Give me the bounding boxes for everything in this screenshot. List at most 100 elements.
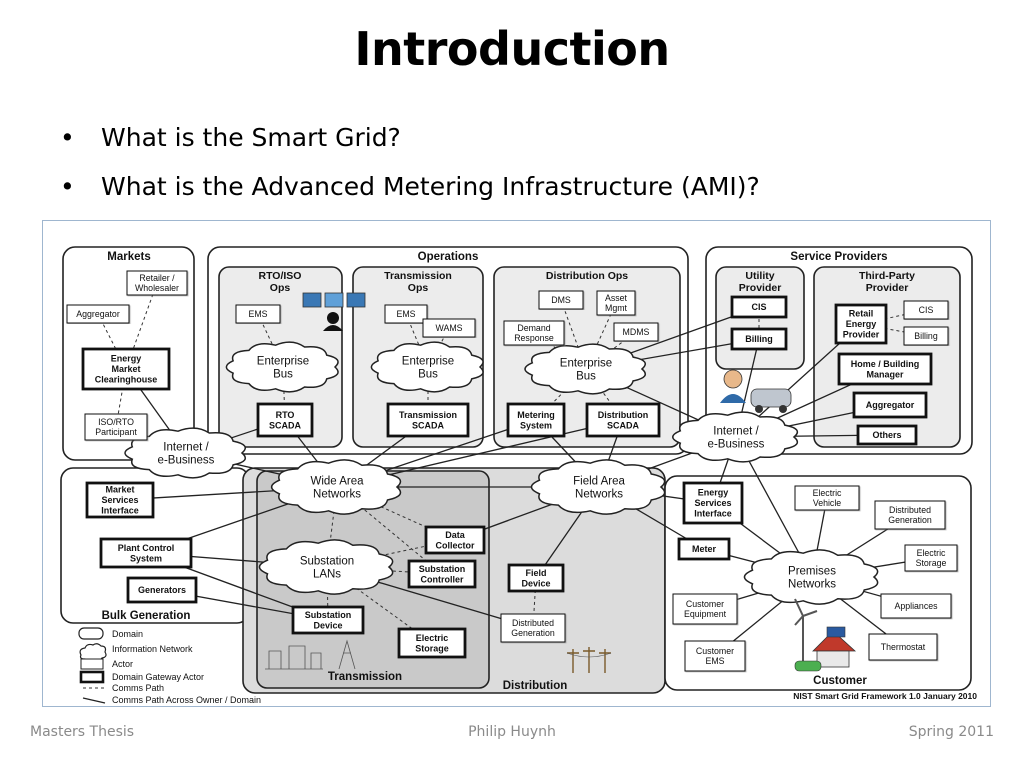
metering-system-box [506,402,566,438]
distributed-gen-grid-box [500,613,566,643]
meter-actor: Meter [677,537,731,561]
plant-control-text: System [130,553,162,563]
asset-mgmt-box [596,290,636,316]
footer-left: Masters Thesis [30,724,135,740]
customer-label: Customer [813,675,867,687]
demand-response-text: Demand [517,323,550,333]
legend-comms-text: Comms Path [112,683,164,693]
customer-ems-text: EMS [705,656,724,666]
footer-right: Spring 2011 [908,724,994,740]
esi-text: Energy [698,488,729,498]
appliances-text: Appliances [894,601,938,611]
esi-text: Interface [694,509,732,519]
dms-actor: DMS [538,290,584,310]
substation-device-text: Substation [305,610,352,620]
dist-scada-box [585,402,661,438]
trans-scada-text: Transmission [399,410,457,420]
utility-provider-label-2: Provider [739,282,782,294]
customer-equipment-text: Customer [686,599,724,609]
demand-response-text: Response [514,333,554,343]
bullet-dot: • [60,123,75,152]
wams-text: WAMS [435,323,462,333]
comms-path-dashed-wan-substation_controller [336,486,443,575]
rto-ops-label-1: RTO/ISO [259,270,302,282]
smart-grid-diagram: Markets Operations RTO/ISO Ops Transmiss… [42,220,991,707]
enterprise-bus-rto-text: Bus [273,369,293,381]
enterprise-bus-dist-text: Bus [576,371,596,383]
bullet-list: •What is the Smart Grid? •What is the Ad… [60,118,760,216]
internet-right-text: Internet / [713,426,759,438]
bullet-text: What is the Smart Grid? [101,123,401,152]
transmission-label: Transmission [328,671,402,683]
retailer-text: Wholesaler [135,283,179,293]
esi-text: Services [694,498,731,508]
retailer-actor: Retailer /Wholesaler [126,270,188,296]
legend-actor-swatch [80,658,104,670]
service-providers-label: Service Providers [790,251,887,263]
rto-scada-text: RTO [276,410,295,420]
market-services-box [85,481,155,519]
diagram-caption: NIST Smart Grid Framework 1.0 January 20… [793,691,977,701]
legend-gateway-swatch [79,670,105,684]
market-services-text: Market [105,485,134,495]
ems-rto-box [235,304,281,324]
distributed-gen-cust-text: Distributed [889,505,931,515]
ems-trans-box [384,304,428,324]
legend-across-text: Comms Path Across Owner / Domain [112,695,261,705]
dist-scada-text: Distribution [598,410,649,420]
billing-third-box [903,326,949,346]
substation-pictogram-icon [265,639,356,670]
diagram-canvas: Markets Operations RTO/ISO Ops Transmiss… [60,246,977,705]
operator-workstation-icon [302,292,366,331]
electric-storage-cust-text: Electric [917,548,946,558]
enterprise-bus-dist-text: Enterprise [560,358,612,370]
enterprise-bus-rto-cloud-shape [225,341,339,393]
metering-system-text: Metering [517,410,555,420]
field-device-text: Field [525,568,546,578]
enterprise-bus-trans-text: Bus [418,369,438,381]
meter-text: Meter [692,544,717,554]
metering-system-text: System [520,420,552,430]
aggregator-market-text: Aggregator [76,309,120,319]
rto-scada-text: SCADA [269,420,302,430]
appliances-actor: Appliances [880,593,952,619]
asset-mgmt-text: Asset [605,293,628,303]
market-services-text: Interface [101,506,139,516]
electric-storage-cust-text: Storage [916,558,947,568]
internet-left-cloud-shape [124,427,246,479]
internet-right-text: e-Business [708,439,765,451]
plant-control-box [99,537,193,569]
internet-right-cloud-shape [672,411,799,463]
dms-text: DMS [551,295,571,305]
retail-energy-provider-text: Provider [843,330,880,340]
internet-left-text: Internet / [163,442,209,454]
transmission-ops-label-1: Transmission [384,270,452,282]
retail-energy-provider-text: Retail [849,309,874,319]
billing-utility-box [730,327,788,351]
third-party-label-2: Provider [866,282,909,294]
substation-device-text: Device [313,620,342,630]
substation-lans-text: LANs [313,569,341,581]
distribution-ops-label: Distribution Ops [546,270,628,282]
field-device-text: Device [521,578,550,588]
aggregator-market-actor: Aggregator [66,304,130,324]
wan-text: Networks [313,489,361,501]
legend-domain-swatch [78,627,104,640]
comms-path-dashed-aggregator_market-energy_market [97,313,127,370]
legend-actor-text: Actor [112,659,133,669]
mdms-actor: MDMS [613,322,659,342]
substation-lans-cloud-shape [258,539,394,595]
internet-left-network: Internet /e-Business [124,427,246,479]
